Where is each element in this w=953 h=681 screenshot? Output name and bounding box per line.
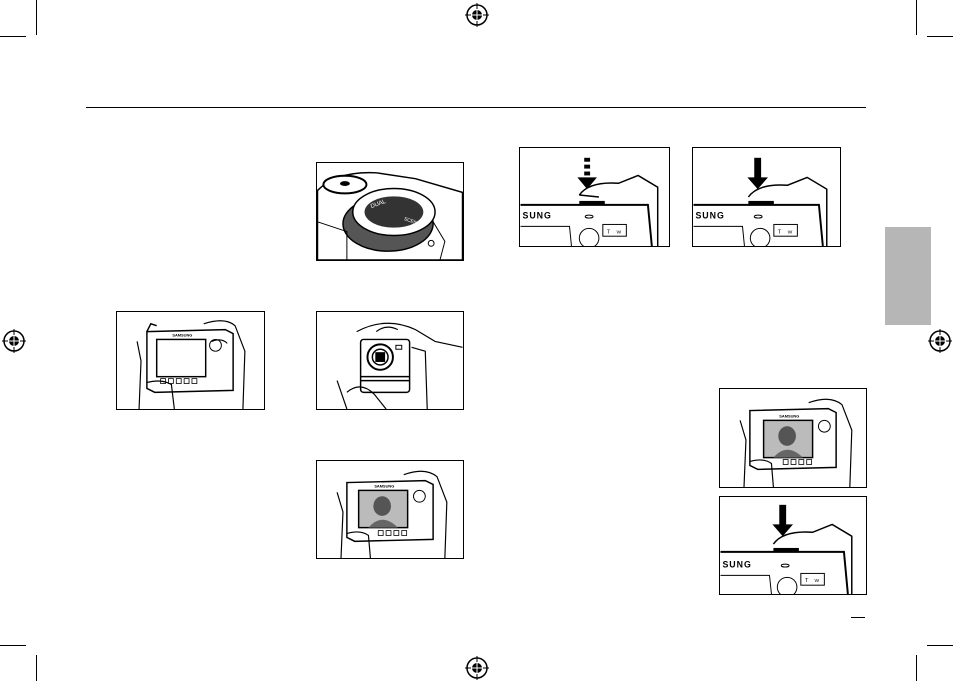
registration-mark-icon	[465, 656, 489, 680]
figure-shutter-half-press: SUNG T W	[519, 147, 670, 247]
crop-mark-top-right-v	[916, 0, 917, 35]
camera-brand-label: SAMSUNG	[779, 413, 799, 418]
zoom-tele-label: T	[607, 229, 611, 235]
figure-mode-dial: DUAL SCENE	[316, 162, 464, 261]
arrow-down-icon	[747, 158, 768, 189]
zoom-tele-label: T	[778, 229, 782, 235]
camera-brand-partial: SUNG	[695, 211, 724, 221]
zoom-wide-label: W	[815, 578, 820, 584]
registration-mark-icon	[928, 329, 952, 353]
zoom-tele-label: T	[805, 578, 809, 584]
camera-brand-label: SAMSUNG	[374, 483, 394, 488]
dashed-arrow-down-icon	[577, 158, 597, 189]
registration-mark-icon	[2, 329, 26, 353]
crop-mark-top-left-v	[36, 0, 37, 35]
figure-shutter-press-right: SUNG T W	[719, 496, 867, 595]
crop-mark-top-right-h	[927, 36, 953, 37]
figure-rear-blank-screen: SAMSUNG	[116, 311, 265, 410]
zoom-wide-label: W	[788, 229, 793, 235]
figure-rear-photo-right: SAMSUNG	[719, 388, 867, 488]
crop-mark-bottom-right-h	[927, 645, 953, 646]
figure-rear-photo-screen: SAMSUNG	[316, 460, 464, 559]
page-number-dash	[851, 617, 865, 618]
chapter-tab	[885, 227, 931, 325]
camera-brand-partial: SUNG	[522, 211, 551, 221]
header-rule	[86, 107, 866, 108]
camera-brand-partial: SUNG	[722, 560, 751, 570]
crop-mark-top-left-h	[0, 36, 26, 37]
crop-mark-bottom-right-v	[916, 655, 917, 681]
camera-brand-label: SAMSUNG	[172, 332, 192, 337]
arrow-down-icon	[772, 505, 793, 536]
figure-shutter-full-press: SUNG T W	[692, 147, 841, 247]
crop-mark-bottom-left-h	[0, 645, 26, 646]
zoom-wide-label: W	[617, 229, 622, 235]
registration-mark-icon	[465, 3, 489, 27]
figure-front-view	[316, 311, 464, 410]
crop-mark-bottom-left-v	[36, 655, 37, 681]
